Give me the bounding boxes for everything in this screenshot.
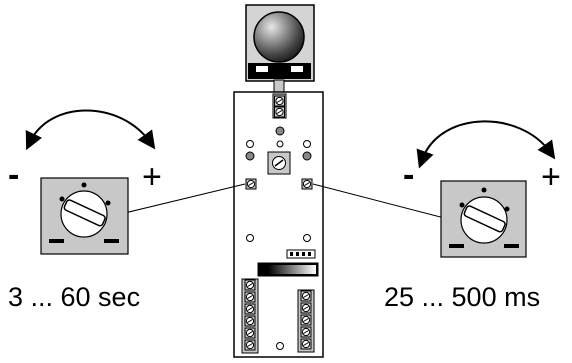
mounting-hole [303,234,311,242]
left-endstop-mark [49,239,64,243]
lamp-connector-pin [256,66,268,72]
screw-terminal [244,339,256,351]
lamp-connector-pin [291,66,303,72]
pin-header [286,249,316,259]
screw-terminal [300,290,312,302]
left-rotation-arrow-icon [25,109,156,151]
screw-terminal [274,95,285,107]
left-scale-dot [105,200,111,206]
left-scale-dot [59,196,65,202]
mounting-hole [246,140,254,148]
screw-terminal [244,291,256,303]
right-scale-dot [459,202,465,208]
screw-terminal [244,279,256,291]
screw-terminal [244,327,256,339]
gradient-display [257,262,319,277]
led-indicator [302,151,312,161]
right-endstop-mark [504,244,519,248]
right-pot-wire [312,183,453,221]
screw-terminal [300,326,312,338]
right-plus-sign: + [541,158,561,196]
right-pot-terminal [301,178,313,190]
right-range-label: 25 ... 500 ms [384,282,541,312]
screw-terminal [300,338,312,350]
right-knob-pointer [463,205,506,233]
left-minus-sign: - [8,156,19,194]
left-knob-pointer [63,199,106,227]
left-plus-sign: + [142,158,162,196]
sphere-lamp-icon [253,11,305,63]
screw-terminal [244,315,256,327]
bottom-right-terminal-block [297,289,315,353]
right-endstop-mark [449,244,464,248]
circuit-board [233,91,324,358]
screw-terminal [244,303,256,315]
right-rotation-arrow-icon [416,120,556,169]
mounting-hole [276,342,284,350]
lamp-stem [273,79,285,93]
led-indicator [245,151,255,161]
mounting-hole [303,140,311,148]
left-pot-wire [107,183,246,218]
screw-terminal [274,106,285,118]
lamp-module [245,4,315,93]
right-minus-sign: - [403,156,414,194]
top-terminal-block [272,93,287,119]
left-dial[interactable]: - + [8,109,162,255]
center-trimmer [267,151,291,175]
screw-terminal [300,302,312,314]
led-indicator [275,126,285,136]
left-scale-dot [81,182,87,188]
screw-terminal [300,314,312,326]
mounting-hole [276,140,284,148]
right-scale-dot [504,206,510,212]
left-endstop-mark [104,239,119,243]
left-range-label: 3 ... 60 sec [8,282,141,312]
bottom-left-terminal-block [241,278,259,354]
mounting-hole [246,234,254,242]
right-dial[interactable]: - + [403,120,561,258]
left-pot-terminal [245,178,257,190]
right-scale-dot [481,187,487,193]
